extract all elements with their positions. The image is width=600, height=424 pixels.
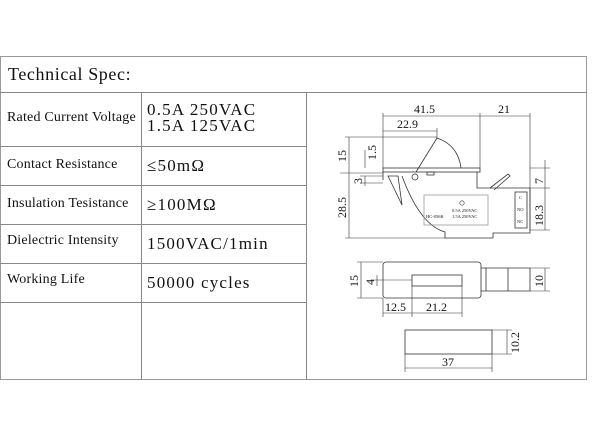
spec-row-working-life: Working Life 50000 cycles: [0, 264, 306, 303]
spec-value: 1.5A 125VAC: [147, 116, 257, 135]
dim-top-4: 4: [363, 279, 377, 285]
terminal-nc: NC: [517, 219, 523, 224]
dim-18-3: 18.3: [532, 205, 546, 226]
spec-table-title-row: Technical Spec:: [0, 56, 587, 93]
dim-12-5: 12.5: [385, 300, 406, 314]
column-divider: [306, 93, 307, 380]
dim-22-9: 22.9: [397, 117, 418, 131]
side-view: [340, 113, 550, 239]
dim-10-2: 10.2: [508, 332, 522, 353]
top-view: [357, 261, 550, 317]
spec-value: ≥100MΩ: [147, 195, 217, 214]
cutout-view: [404, 329, 512, 372]
spec-label: Dielectric Intensity: [7, 233, 119, 248]
spec-row-dielectric: Dielectric Intensity 1500VAC/1min: [0, 225, 306, 264]
dim-1-5: 1.5: [365, 145, 379, 160]
spec-label: Contact Resistance: [7, 157, 118, 172]
label-rating-2: 1.5A 250VAC: [452, 214, 477, 219]
dim-15: 15: [335, 150, 349, 162]
certification-mark-icon: [459, 200, 465, 206]
dim-top-10: 10: [532, 275, 546, 287]
spec-row-insulation: Insulation Tesistance ≥100MΩ: [0, 186, 306, 225]
spec-row-contact-resistance: Contact Resistance ≤50mΩ: [0, 147, 306, 186]
label-rating-1: 0.5A 250VAC: [452, 208, 477, 213]
spec-value: 1500VAC/1min: [147, 234, 269, 253]
spec-table: [0, 56, 587, 380]
spec-value: 0.5A 250VAC: [147, 100, 257, 119]
dim-top-15: 15: [347, 275, 361, 287]
spec-value: 50000 cycles: [147, 273, 251, 292]
spec-row-rated-current: Rated Current Voltage 0.5A 250VAC 1.5A 1…: [0, 93, 306, 147]
spec-label: Rated Current Voltage: [7, 110, 136, 125]
spec-label: Insulation Tesistance: [7, 196, 129, 211]
dim-7: 7: [532, 178, 546, 184]
terminal-c: C: [519, 195, 522, 200]
dim-21-2: 21.2: [426, 300, 447, 314]
spec-title: Technical Spec:: [8, 64, 132, 84]
dim-21: 21: [498, 102, 510, 116]
dim-28-5: 28.5: [335, 197, 349, 218]
spec-label: Working Life: [7, 272, 85, 287]
spec-value: ≤50mΩ: [147, 156, 206, 175]
dim-41-5: 41.5: [414, 102, 435, 116]
dim-37: 37: [442, 355, 454, 369]
dim-3: 3: [351, 178, 365, 184]
label-model: HC-056K: [426, 214, 444, 219]
column-divider: [141, 93, 142, 380]
terminal-no: NO: [517, 207, 524, 212]
